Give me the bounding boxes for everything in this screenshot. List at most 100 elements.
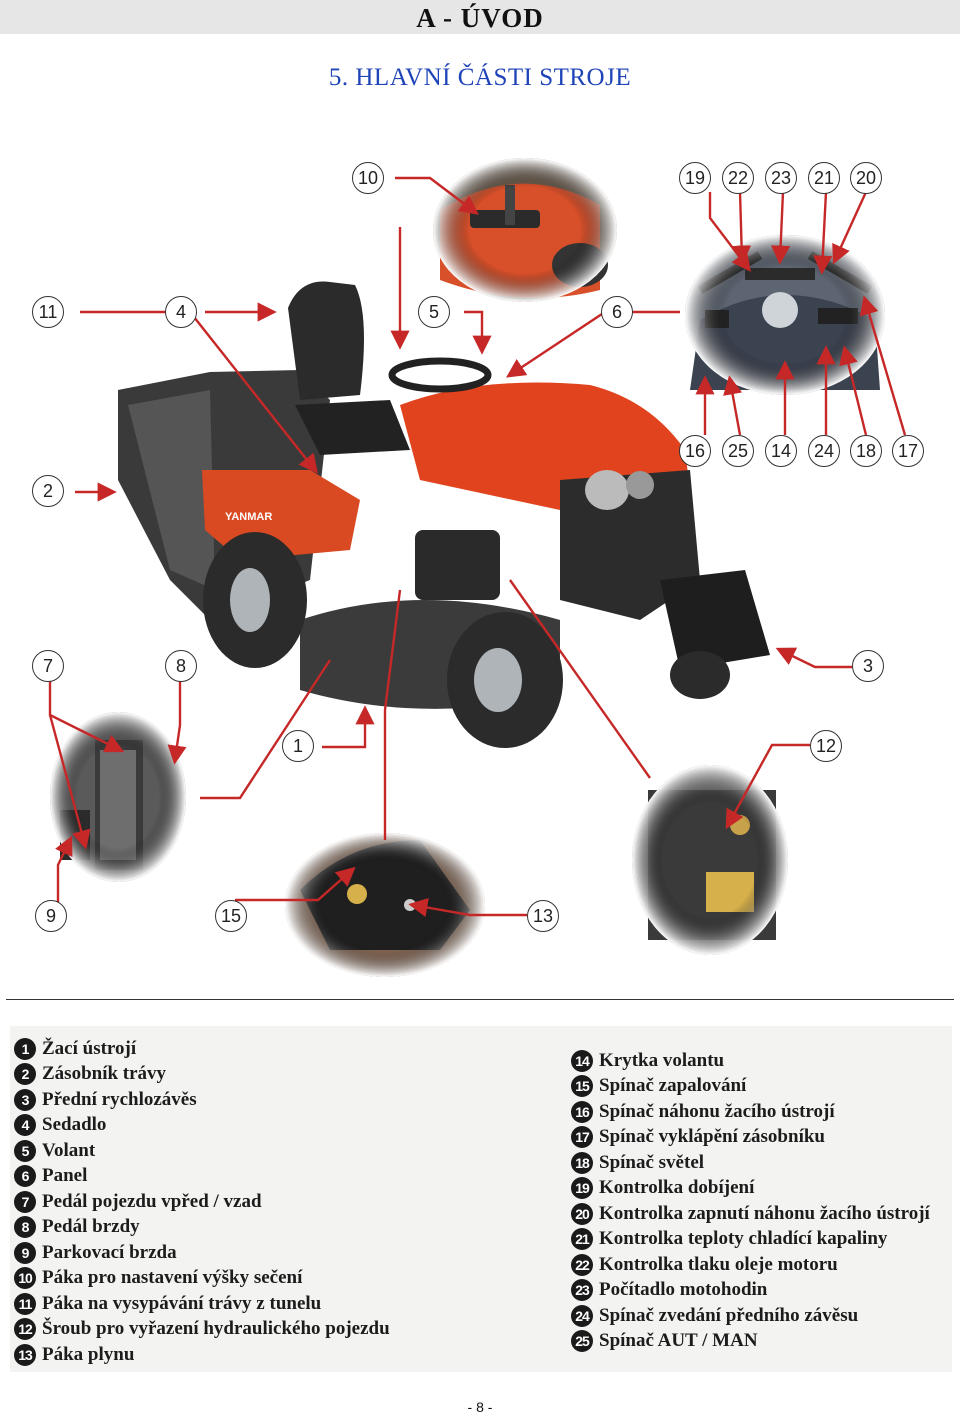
tractor-illustration: YANMAR <box>48 158 907 977</box>
legend-label: Zásobník trávy <box>42 1063 167 1085</box>
legend-item: 12 Šroub pro vyřazení hydraulického pojez… <box>14 1317 390 1343</box>
legend-number-badge: 24 <box>571 1304 593 1327</box>
legend-item: 10 Páka pro nastavení výšky sečení <box>14 1266 390 1292</box>
legend-label: Kontrolka dobíjení <box>599 1177 755 1199</box>
legend-number-badge: 9 <box>14 1241 36 1264</box>
brand-label: YANMAR <box>225 511 272 523</box>
legend-item: 15 Spínač zapalování <box>571 1074 930 1100</box>
legend-item: 13 Páka plynu <box>14 1342 390 1368</box>
legend-label: Spínač zapalování <box>599 1075 747 1097</box>
tractor-figure: YANMAR <box>0 150 960 980</box>
callout-12: 12 <box>810 730 842 762</box>
legend-label: Spínač AUT / MAN <box>599 1330 758 1352</box>
legend-item: 24 Spínač zvedání předního závěsu <box>571 1303 930 1329</box>
legend-number-badge: 18 <box>571 1151 593 1174</box>
legend-label: Žací ústrojí <box>42 1037 137 1059</box>
page-header-title: A - ÚVOD <box>416 3 544 33</box>
legend-number-badge: 15 <box>571 1075 593 1098</box>
callout-11: 11 <box>32 296 64 328</box>
legend-label: Páka pro nastavení výšky sečení <box>42 1267 303 1289</box>
legend-item: 25 Spínač AUT / MAN <box>571 1329 930 1355</box>
legend-number-badge: 20 <box>571 1202 593 1225</box>
inset-ignition <box>285 833 485 977</box>
legend-item: 5 Volant <box>14 1138 390 1164</box>
legend-label: Počítadlo motohodin <box>599 1279 768 1301</box>
legend-number-badge: 25 <box>571 1330 593 1353</box>
legend-number-badge: 17 <box>571 1126 593 1149</box>
callout-19: 19 <box>679 162 711 194</box>
legend-number-badge: 19 <box>571 1177 593 1200</box>
inset-height-lever <box>433 158 617 302</box>
callout-22: 22 <box>722 162 754 194</box>
callout-17: 17 <box>892 435 924 467</box>
callout-16: 16 <box>679 435 711 467</box>
tractor-body: YANMAR <box>118 281 770 748</box>
front-wheel <box>447 612 563 748</box>
callout-14: 14 <box>765 435 797 467</box>
callout-13: 13 <box>527 900 559 932</box>
legend-label: Pedál brzdy <box>42 1216 140 1238</box>
callout-15: 15 <box>215 900 247 932</box>
legend-number-badge: 12 <box>14 1318 36 1341</box>
callout-1: 1 <box>282 730 314 762</box>
legend-label: Spínač zvedání předního závěsu <box>599 1304 859 1326</box>
callout-25: 25 <box>722 435 754 467</box>
leader-arrows <box>48 176 907 917</box>
legend-label: Spínač vyklápění zásobníku <box>599 1126 825 1148</box>
legend-number-badge: 14 <box>571 1049 593 1072</box>
legend-number-badge: 5 <box>14 1139 36 1162</box>
legend-panel <box>10 1026 952 1372</box>
callout-3: 3 <box>852 650 884 682</box>
legend-item: 9 Parkovací brzda <box>14 1240 390 1266</box>
callout-10: 10 <box>352 162 384 194</box>
callout-20: 20 <box>850 162 882 194</box>
callout-2: 2 <box>32 475 64 507</box>
legend-label: Parkovací brzda <box>42 1241 177 1263</box>
callout-6: 6 <box>601 296 633 328</box>
legend-number-badge: 21 <box>571 1228 593 1251</box>
callout-24: 24 <box>808 435 840 467</box>
legend-label: Volant <box>42 1139 96 1161</box>
callout-18: 18 <box>850 435 882 467</box>
legend-number-badge: 3 <box>14 1088 36 1111</box>
callout-5: 5 <box>418 296 450 328</box>
callout-4: 4 <box>165 296 197 328</box>
legend-number-badge: 2 <box>14 1063 36 1086</box>
callout-21: 21 <box>808 162 840 194</box>
inset-pedals <box>50 712 186 882</box>
legend-number-badge: 16 <box>571 1100 593 1123</box>
callout-8: 8 <box>165 650 197 682</box>
legend-number-badge: 6 <box>14 1165 36 1188</box>
legend-item: 22 Kontrolka tlaku oleje motoru <box>571 1252 930 1278</box>
legend-number-badge: 13 <box>14 1343 36 1366</box>
legend-number-badge: 4 <box>14 1114 36 1137</box>
legend-item: 17 Spínač vyklápění zásobníku <box>571 1125 930 1151</box>
callout-7: 7 <box>32 650 64 682</box>
inset-bypass <box>632 765 788 955</box>
legend-label: Šroub pro vyřazení hydraulického pojezdu <box>42 1318 390 1340</box>
legend-item: 11 Páka na vysypávání trávy z tunelu <box>14 1291 390 1317</box>
legend-label: Přední rychlozávěs <box>42 1088 197 1110</box>
legend-number-badge: 7 <box>14 1190 36 1213</box>
header-bar <box>0 0 960 34</box>
section-title: 5. HLAVNÍ ČÁSTI STROJE <box>328 64 632 91</box>
legend-number-badge: 10 <box>14 1267 36 1290</box>
legend-label: Páka na vysypávání trávy z tunelu <box>42 1292 322 1314</box>
rear-wheel <box>203 532 307 668</box>
legend-number-badge: 22 <box>571 1253 593 1276</box>
legend-number-badge: 11 <box>14 1292 36 1315</box>
legend-item: 2 Zásobník trávy <box>14 1062 390 1088</box>
legend-label: Páka plynu <box>42 1343 135 1365</box>
legend-label: Kontrolka tlaku oleje motoru <box>599 1253 838 1275</box>
page-number: - 8 - <box>467 1399 493 1415</box>
